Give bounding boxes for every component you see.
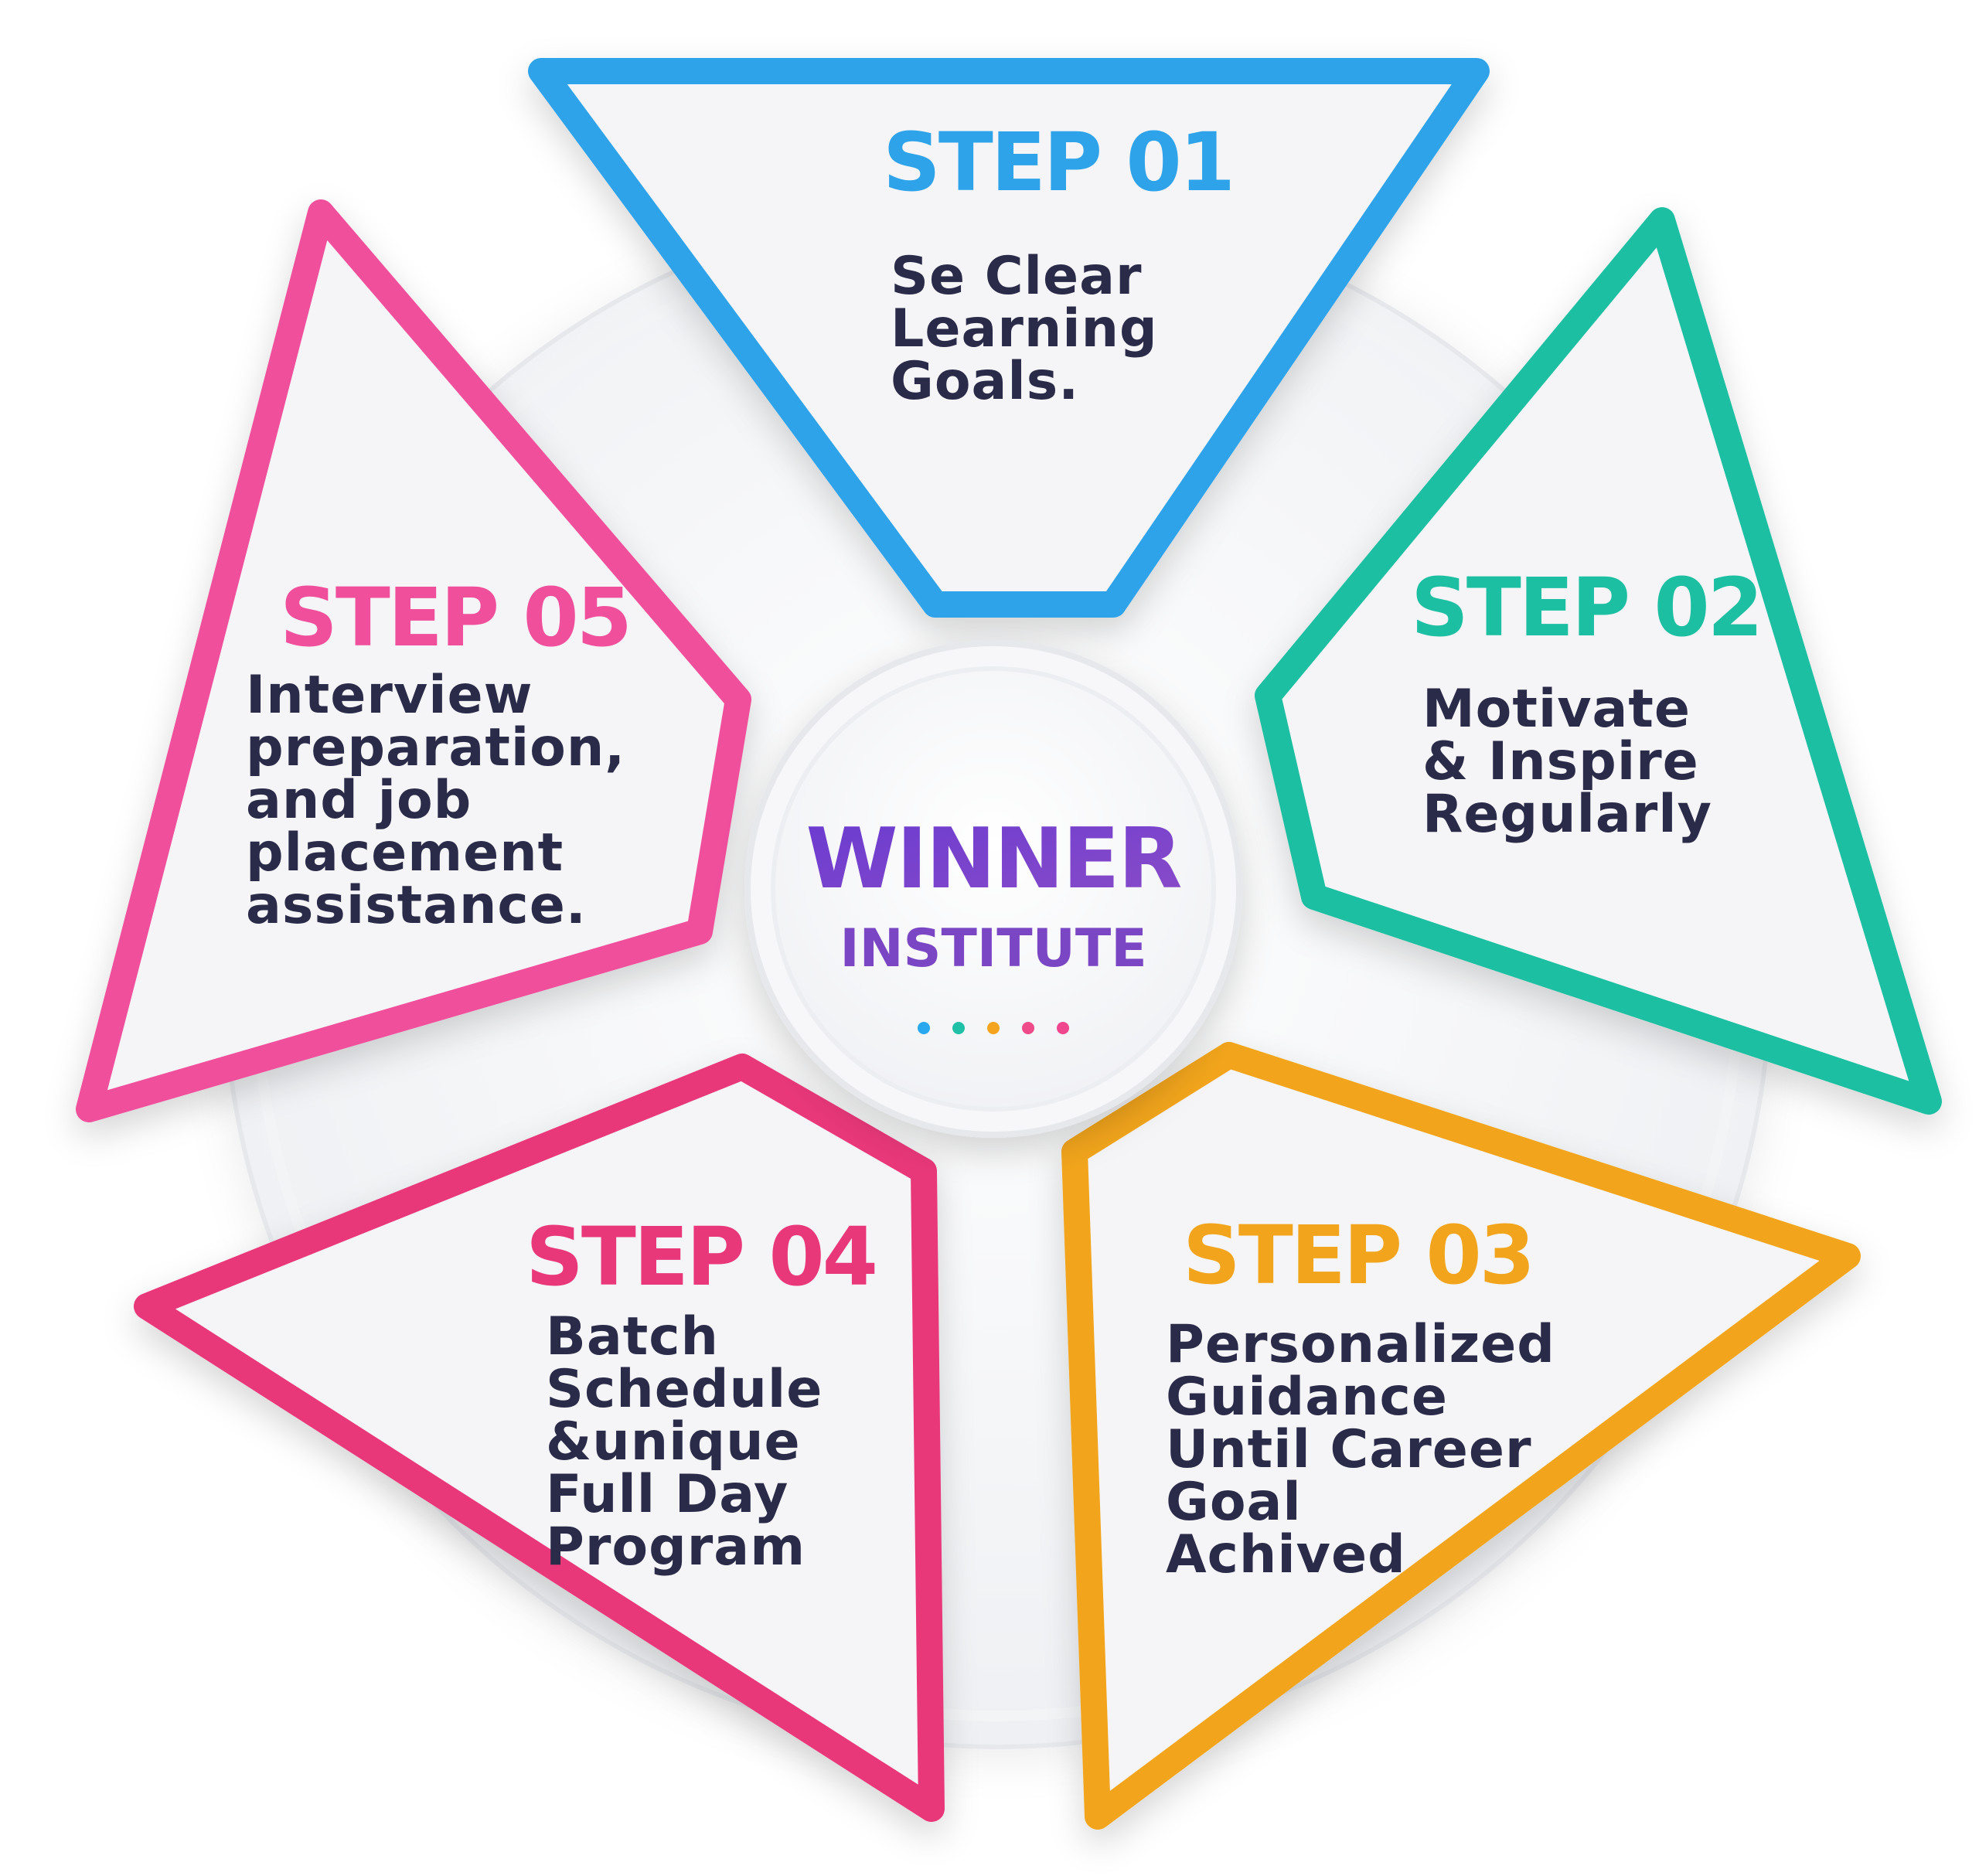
step-01-line: Goals.: [891, 351, 1079, 412]
step-04-line: Program: [546, 1517, 806, 1578]
step-03-line: Personalized: [1166, 1314, 1555, 1375]
step-05-shape: [76, 199, 751, 1122]
step-05-line: placement: [246, 822, 564, 884]
step-04-card: STEP 04 Batch Schedule &unique Full Day …: [134, 1054, 945, 1822]
step-03-line: Achived: [1166, 1524, 1406, 1585]
step-02-description: Motivate & Inspire Regularly: [1422, 679, 1718, 845]
step-03-card: STEP 03 Personalized Guidance Until Care…: [1061, 1042, 1861, 1830]
step-01-shape: [528, 58, 1490, 618]
step-02-line: Regularly: [1422, 784, 1712, 845]
step-05-line: and job: [246, 770, 472, 831]
step-04-line: Full Day: [546, 1464, 789, 1525]
step-05-description: Interview preparation, and job placement…: [246, 665, 645, 936]
step-03-shape: [1061, 1042, 1861, 1830]
step-03-line: Until Career: [1166, 1419, 1532, 1480]
step-04-line: Schedule: [546, 1359, 823, 1420]
hub-dot: [918, 1022, 930, 1034]
step-02-line: & Inspire: [1422, 731, 1699, 792]
step-04-description: Batch Schedule &unique Full Day Program: [546, 1306, 842, 1578]
step-02-shape: [1255, 207, 1942, 1115]
hub-dot: [1022, 1022, 1034, 1034]
step-03-line: Guidance: [1166, 1367, 1448, 1428]
step-01-line: Se Clear: [891, 246, 1143, 307]
hub-title: WINNER: [806, 811, 1180, 907]
step-04-line: &unique: [546, 1411, 801, 1473]
step-05-line: Interview: [246, 665, 533, 726]
hub-subtitle: INSTITUTE: [840, 918, 1146, 979]
step-05-line: preparation,: [246, 717, 625, 778]
step-02-line: Motivate: [1422, 679, 1691, 740]
step-03-title: STEP 03: [1183, 1208, 1533, 1302]
step-05-line: assistance.: [246, 875, 587, 936]
step-02-title: STEP 02: [1411, 560, 1761, 655]
hub-inner-disc: [771, 666, 1216, 1112]
hub-dot: [1057, 1022, 1069, 1034]
step-04-title: STEP 04: [526, 1210, 876, 1304]
step-01-title: STEP 01: [883, 115, 1233, 209]
step-01-card: STEP 01 Se Clear Learning Goals.: [528, 58, 1490, 618]
step-04-shape: [134, 1054, 945, 1822]
step-05-title: STEP 05: [280, 570, 630, 665]
step-03-line: Goal: [1166, 1472, 1302, 1533]
step-04-line: Batch: [546, 1306, 719, 1367]
hub-dot: [952, 1022, 965, 1034]
hub-dots: [918, 1022, 1069, 1034]
center-hub: WINNER INSTITUTE: [744, 640, 1242, 1138]
hub-dot: [987, 1022, 1000, 1034]
step-02-card: STEP 02 Motivate & Inspire Regularly: [1255, 207, 1942, 1115]
step-01-description: Se Clear Learning Goals.: [891, 246, 1177, 412]
step-03-description: Personalized Guidance Until Career Goal …: [1166, 1314, 1575, 1585]
step-01-line: Learning: [891, 298, 1158, 359]
step-05-card: STEP 05 Interview preparation, and job p…: [76, 199, 751, 1122]
